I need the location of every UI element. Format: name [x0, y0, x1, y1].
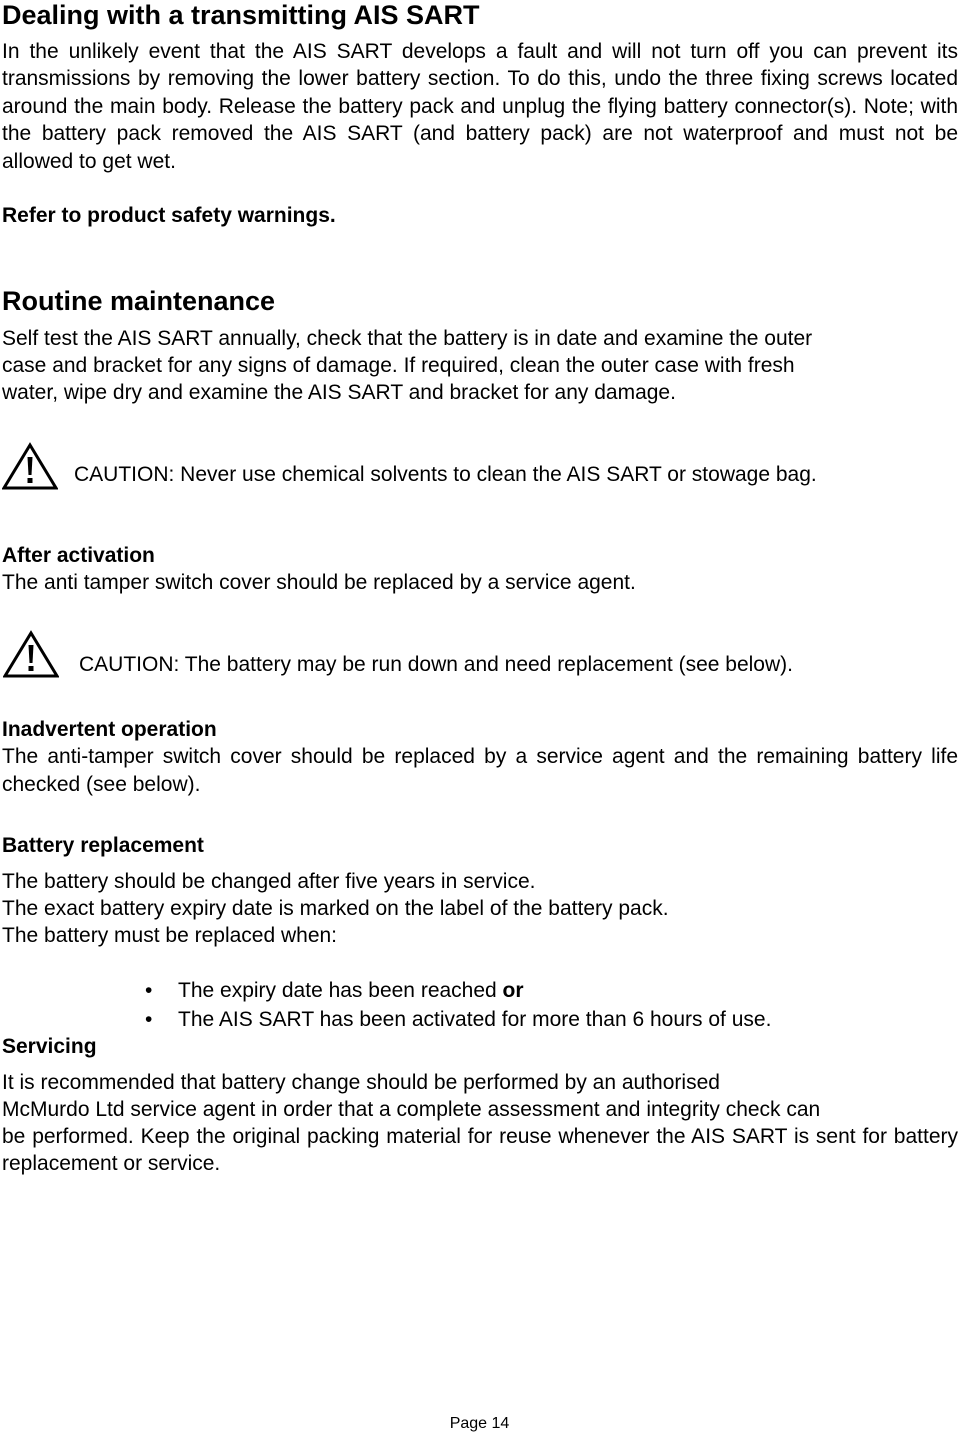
maintenance-line-2: case and bracket for any signs of damage…	[2, 354, 795, 377]
battery-line-1: The battery should be changed after five…	[2, 870, 536, 893]
transmitting-paragraph: In the unlikely event that the AIS SART …	[2, 40, 958, 173]
after-activation-text: The anti tamper switch cover should be r…	[2, 571, 636, 594]
battery-line-2: The exact battery expiry date is marked …	[2, 897, 669, 920]
battery-replacement-heading: Battery replacement	[2, 834, 204, 857]
warning-triangle-icon	[3, 630, 59, 678]
caution-solvents: CAUTION: Never use chemical solvents to …	[74, 463, 817, 486]
servicing-heading: Servicing	[2, 1035, 97, 1058]
section-heading-transmitting: Dealing with a transmitting AIS SART	[2, 0, 480, 30]
after-activation-heading: After activation	[2, 544, 155, 567]
battery-line-3: The battery must be replaced when:	[2, 924, 338, 947]
maintenance-line-3: water, wipe dry and examine the AIS SART…	[2, 381, 676, 404]
page-number: Page 14	[449, 1415, 510, 1432]
warning-triangle-icon	[2, 442, 58, 490]
bullet-marker: •	[145, 1008, 153, 1031]
list-item: • The expiry date has been reached or	[145, 977, 524, 1004]
safety-warnings-reference: Refer to product safety warnings.	[2, 204, 336, 227]
bullet-text: The expiry date has been reached	[178, 979, 503, 1002]
servicing-line-1: It is recommended that battery change sh…	[2, 1071, 720, 1094]
bullet-marker: •	[145, 979, 153, 1002]
bullet-text: The AIS SART has been activated for more…	[178, 1008, 772, 1031]
servicing-paragraph: be performed. Keep the original packing …	[2, 1125, 958, 1176]
servicing-line-2: McMurdo Ltd service agent in order that …	[2, 1098, 821, 1121]
inadvertent-operation-heading: Inadvertent operation	[2, 718, 217, 741]
list-item: • The AIS SART has been activated for mor…	[145, 1006, 772, 1033]
inadvertent-operation-text: The anti-tamper switch cover should be r…	[2, 745, 958, 796]
caution-battery-run-down: CAUTION: The battery may be run down and…	[79, 653, 793, 676]
bullet-emphasis: or	[502, 979, 524, 1002]
section-heading-routine-maintenance: Routine maintenance	[2, 286, 276, 316]
maintenance-line-1: Self test the AIS SART annually, check t…	[2, 327, 813, 350]
